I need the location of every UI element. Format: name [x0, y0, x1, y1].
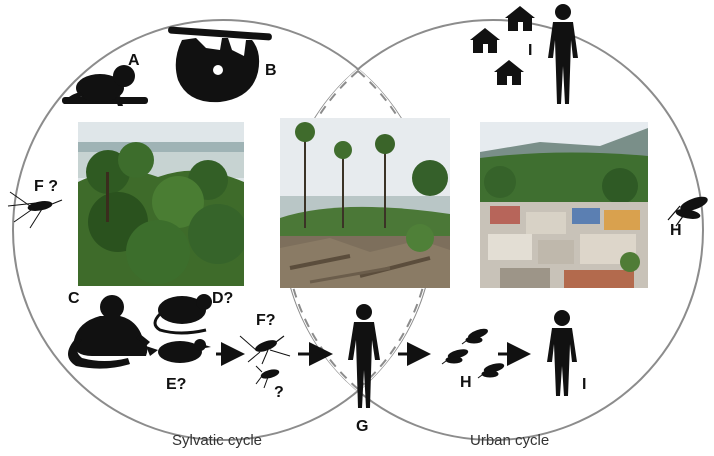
- urban-cycle-caption: Urban cycle: [470, 432, 550, 449]
- mosquito-h-icon: [477, 363, 505, 379]
- mosquito-h-icon: [441, 349, 469, 365]
- human-i-top-icon: [548, 4, 578, 104]
- human-i-bottom-icon: [547, 310, 577, 396]
- house-icon: [494, 60, 524, 85]
- mosquito-f-left-icon: [7, 191, 63, 229]
- label-h-right: H: [670, 222, 682, 239]
- label-a: A: [128, 52, 140, 69]
- label-h-mid: H: [460, 374, 472, 391]
- mosquito-unknown-icon: [255, 365, 280, 389]
- sloth-b-icon: [168, 26, 272, 103]
- label-f-left: F ?: [34, 178, 58, 195]
- label-c: C: [68, 290, 80, 307]
- label-e: E?: [166, 376, 187, 393]
- monkey-a-icon: [62, 65, 148, 106]
- rodent-d-icon: [153, 294, 212, 335]
- label-g: G: [356, 418, 369, 435]
- monkey-c-icon: [68, 295, 150, 369]
- label-i-top: I: [528, 42, 533, 59]
- house-icon: [505, 6, 535, 31]
- rainforest-photo: [78, 122, 244, 286]
- label-f-mid: F?: [256, 312, 276, 329]
- label-d: D?: [212, 290, 234, 307]
- house-icons: [470, 6, 535, 85]
- bird-e-icon: [146, 339, 211, 363]
- label-i-bottom: I: [582, 376, 587, 393]
- label-b: B: [265, 62, 277, 79]
- deforestation-photo: [280, 118, 450, 288]
- house-icon: [470, 28, 500, 53]
- mosquito-h-right-icon: [667, 196, 708, 227]
- mosquito-f-mid-icon: [239, 335, 291, 365]
- mosquito-h-icon: [461, 328, 488, 345]
- sylvatic-cycle-caption: Sylvatic cycle: [172, 432, 263, 449]
- human-g-icon: [348, 304, 380, 408]
- mosquito-h-mid-icons: [441, 328, 505, 379]
- town-photo: [480, 122, 648, 288]
- label-unknown: ?: [274, 384, 284, 401]
